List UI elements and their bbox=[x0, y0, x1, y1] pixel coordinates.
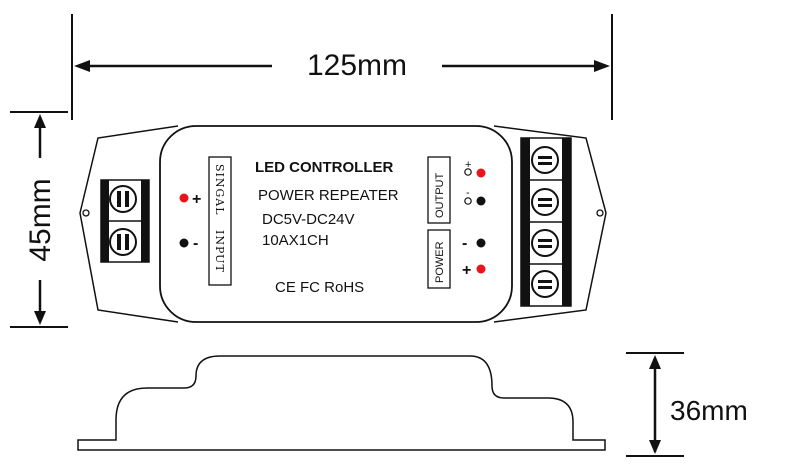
device-side-view bbox=[77, 355, 606, 451]
power-minus-dot bbox=[476, 238, 486, 248]
power-plus-dot bbox=[476, 264, 486, 274]
device-top-view: + - SINGAL INPUT LED CONTROLLER POWER RE… bbox=[79, 125, 607, 323]
input-plus-dot bbox=[179, 193, 189, 203]
power-label: POWER bbox=[434, 241, 446, 283]
height-label: 45mm bbox=[24, 178, 57, 261]
output-minus-dot bbox=[476, 196, 486, 206]
signal-input-label-box bbox=[208, 156, 232, 286]
input-plus-sign: + bbox=[192, 191, 201, 208]
output-plus-sign: + bbox=[465, 159, 471, 171]
signal-label: SINGAL bbox=[213, 164, 226, 216]
input-label: INPUT bbox=[213, 230, 226, 273]
depth-dimension: 36mm bbox=[626, 352, 748, 457]
device-title: LED CONTROLLER bbox=[255, 159, 393, 176]
depth-label: 36mm bbox=[670, 395, 748, 426]
certification-marks: CE FC RoHS bbox=[275, 279, 364, 296]
power-label-box bbox=[427, 229, 451, 289]
input-minus-dot bbox=[179, 238, 189, 248]
voltage-rating: DC5V-DC24V bbox=[262, 211, 355, 228]
input-terminal-block bbox=[100, 179, 150, 263]
left-mount-hole bbox=[82, 209, 90, 217]
input-minus-sign: - bbox=[193, 235, 198, 252]
height-dimension: 45mm bbox=[10, 111, 68, 328]
power-plus-sign: + bbox=[462, 262, 471, 279]
device-subtitle: POWER REPEATER bbox=[258, 187, 399, 204]
output-minus-sign: - bbox=[466, 187, 470, 199]
device-body bbox=[159, 125, 513, 323]
width-label: 125mm bbox=[307, 49, 407, 82]
output-label-box bbox=[427, 156, 451, 224]
output-plus-dot bbox=[476, 168, 486, 178]
right-mount-hole bbox=[596, 209, 604, 217]
output-terminal-block bbox=[520, 137, 572, 307]
current-rating: 10AX1CH bbox=[262, 232, 329, 249]
output-label: OUTPUT bbox=[434, 173, 446, 219]
power-minus-sign: - bbox=[462, 235, 467, 252]
width-dimension: 125mm bbox=[71, 14, 613, 120]
